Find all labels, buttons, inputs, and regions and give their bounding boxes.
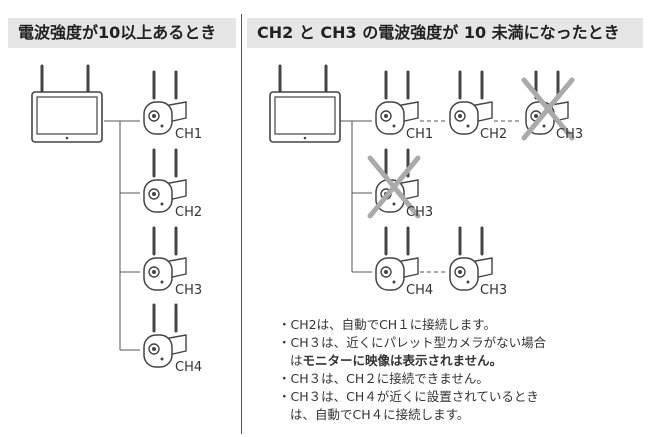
left-label-ch3: CH3 [175,283,202,298]
note-text: は、自動でCH４に接続します。 [290,407,470,422]
left-label-ch1: CH1 [175,127,202,142]
left-label-ch4: CH4 [175,360,202,375]
left-panel-title: 電波強度が10以上あるとき [8,18,236,48]
left-camera-ch1 [142,70,188,136]
note-emphasis: モニターに映像は表示されません。 [302,353,503,368]
left-monitor [30,64,104,144]
panel-divider [241,14,242,434]
right-camera-ch4 [374,226,420,292]
note-item: ・CH３は、CH２に接続できません。 [278,371,489,386]
right-connectors [340,120,372,273]
note-item-continuation: はモニターに映像は表示されません。 [278,352,646,370]
note-item: ・CH2は、自動でCH１に接続します。 [278,317,496,332]
right-camera-ch2 [448,70,494,136]
right-camera-ch1 [374,70,420,136]
note-item-continuation: は、自動でCH４に接続します。 [278,406,646,424]
right-monitor [268,64,342,144]
right-label-ch1: CH1 [406,127,433,142]
right-label-ch2: CH2 [480,127,507,142]
left-camera-ch4 [142,303,188,369]
right-panel-title: CH2 と CH3 の電波強度が 10 未満になったとき [247,18,643,48]
note-item: ・CH３は、近くにパレット型カメラがない場合 [278,335,547,350]
note-text: は [290,353,303,368]
right-dashed-links [420,120,522,273]
left-label-ch2: CH2 [175,205,202,220]
right-label-ch3: CH3 [556,127,583,142]
left-camera-ch2 [142,148,188,214]
right-label-ch3-via-ch4: CH3 [480,283,507,298]
right-label-ch3-alt: CH3 [406,205,433,220]
right-label-ch4: CH4 [406,283,433,298]
left-connectors [104,120,140,351]
note-item: ・CH３は、CH４が近くに設置されているとき [278,389,539,404]
notes-list: ・CH2は、自動でCH１に接続します。 ・CH３は、近くにパレット型カメラがない… [278,316,646,424]
left-camera-ch3 [142,226,188,292]
right-camera-ch3-via-ch4 [448,226,494,292]
